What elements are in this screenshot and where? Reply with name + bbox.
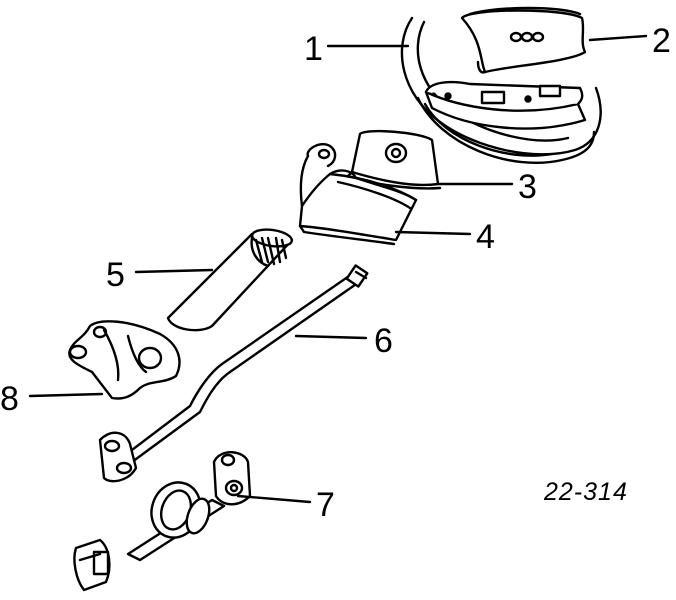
combination-switch-icon (298, 142, 418, 246)
steering-wheel-icon (400, 16, 602, 165)
leader-line-4 (394, 230, 472, 236)
leader-line-2 (588, 34, 648, 42)
reference-code: 22-314 (543, 478, 628, 506)
leader-line-7 (236, 494, 312, 504)
callout-7: 7 (316, 486, 335, 524)
callout-8: 8 (0, 380, 19, 418)
horn-pad-icon (460, 6, 587, 74)
callout-1: 1 (304, 30, 323, 68)
leader-line-8 (28, 392, 104, 398)
callout-5: 5 (106, 256, 125, 294)
column-tube-icon (166, 228, 294, 332)
leader-line-5 (134, 268, 214, 274)
callout-4: 4 (476, 218, 495, 256)
intermediate-shaft-icon (73, 451, 252, 592)
callout-2: 2 (652, 22, 671, 60)
bracket-icon (68, 320, 181, 400)
steering-shaft-icon (98, 264, 369, 483)
callout-6: 6 (374, 322, 393, 360)
leader-line-6 (294, 334, 368, 340)
switch-cover-icon (346, 129, 442, 190)
callout-3: 3 (518, 168, 537, 206)
